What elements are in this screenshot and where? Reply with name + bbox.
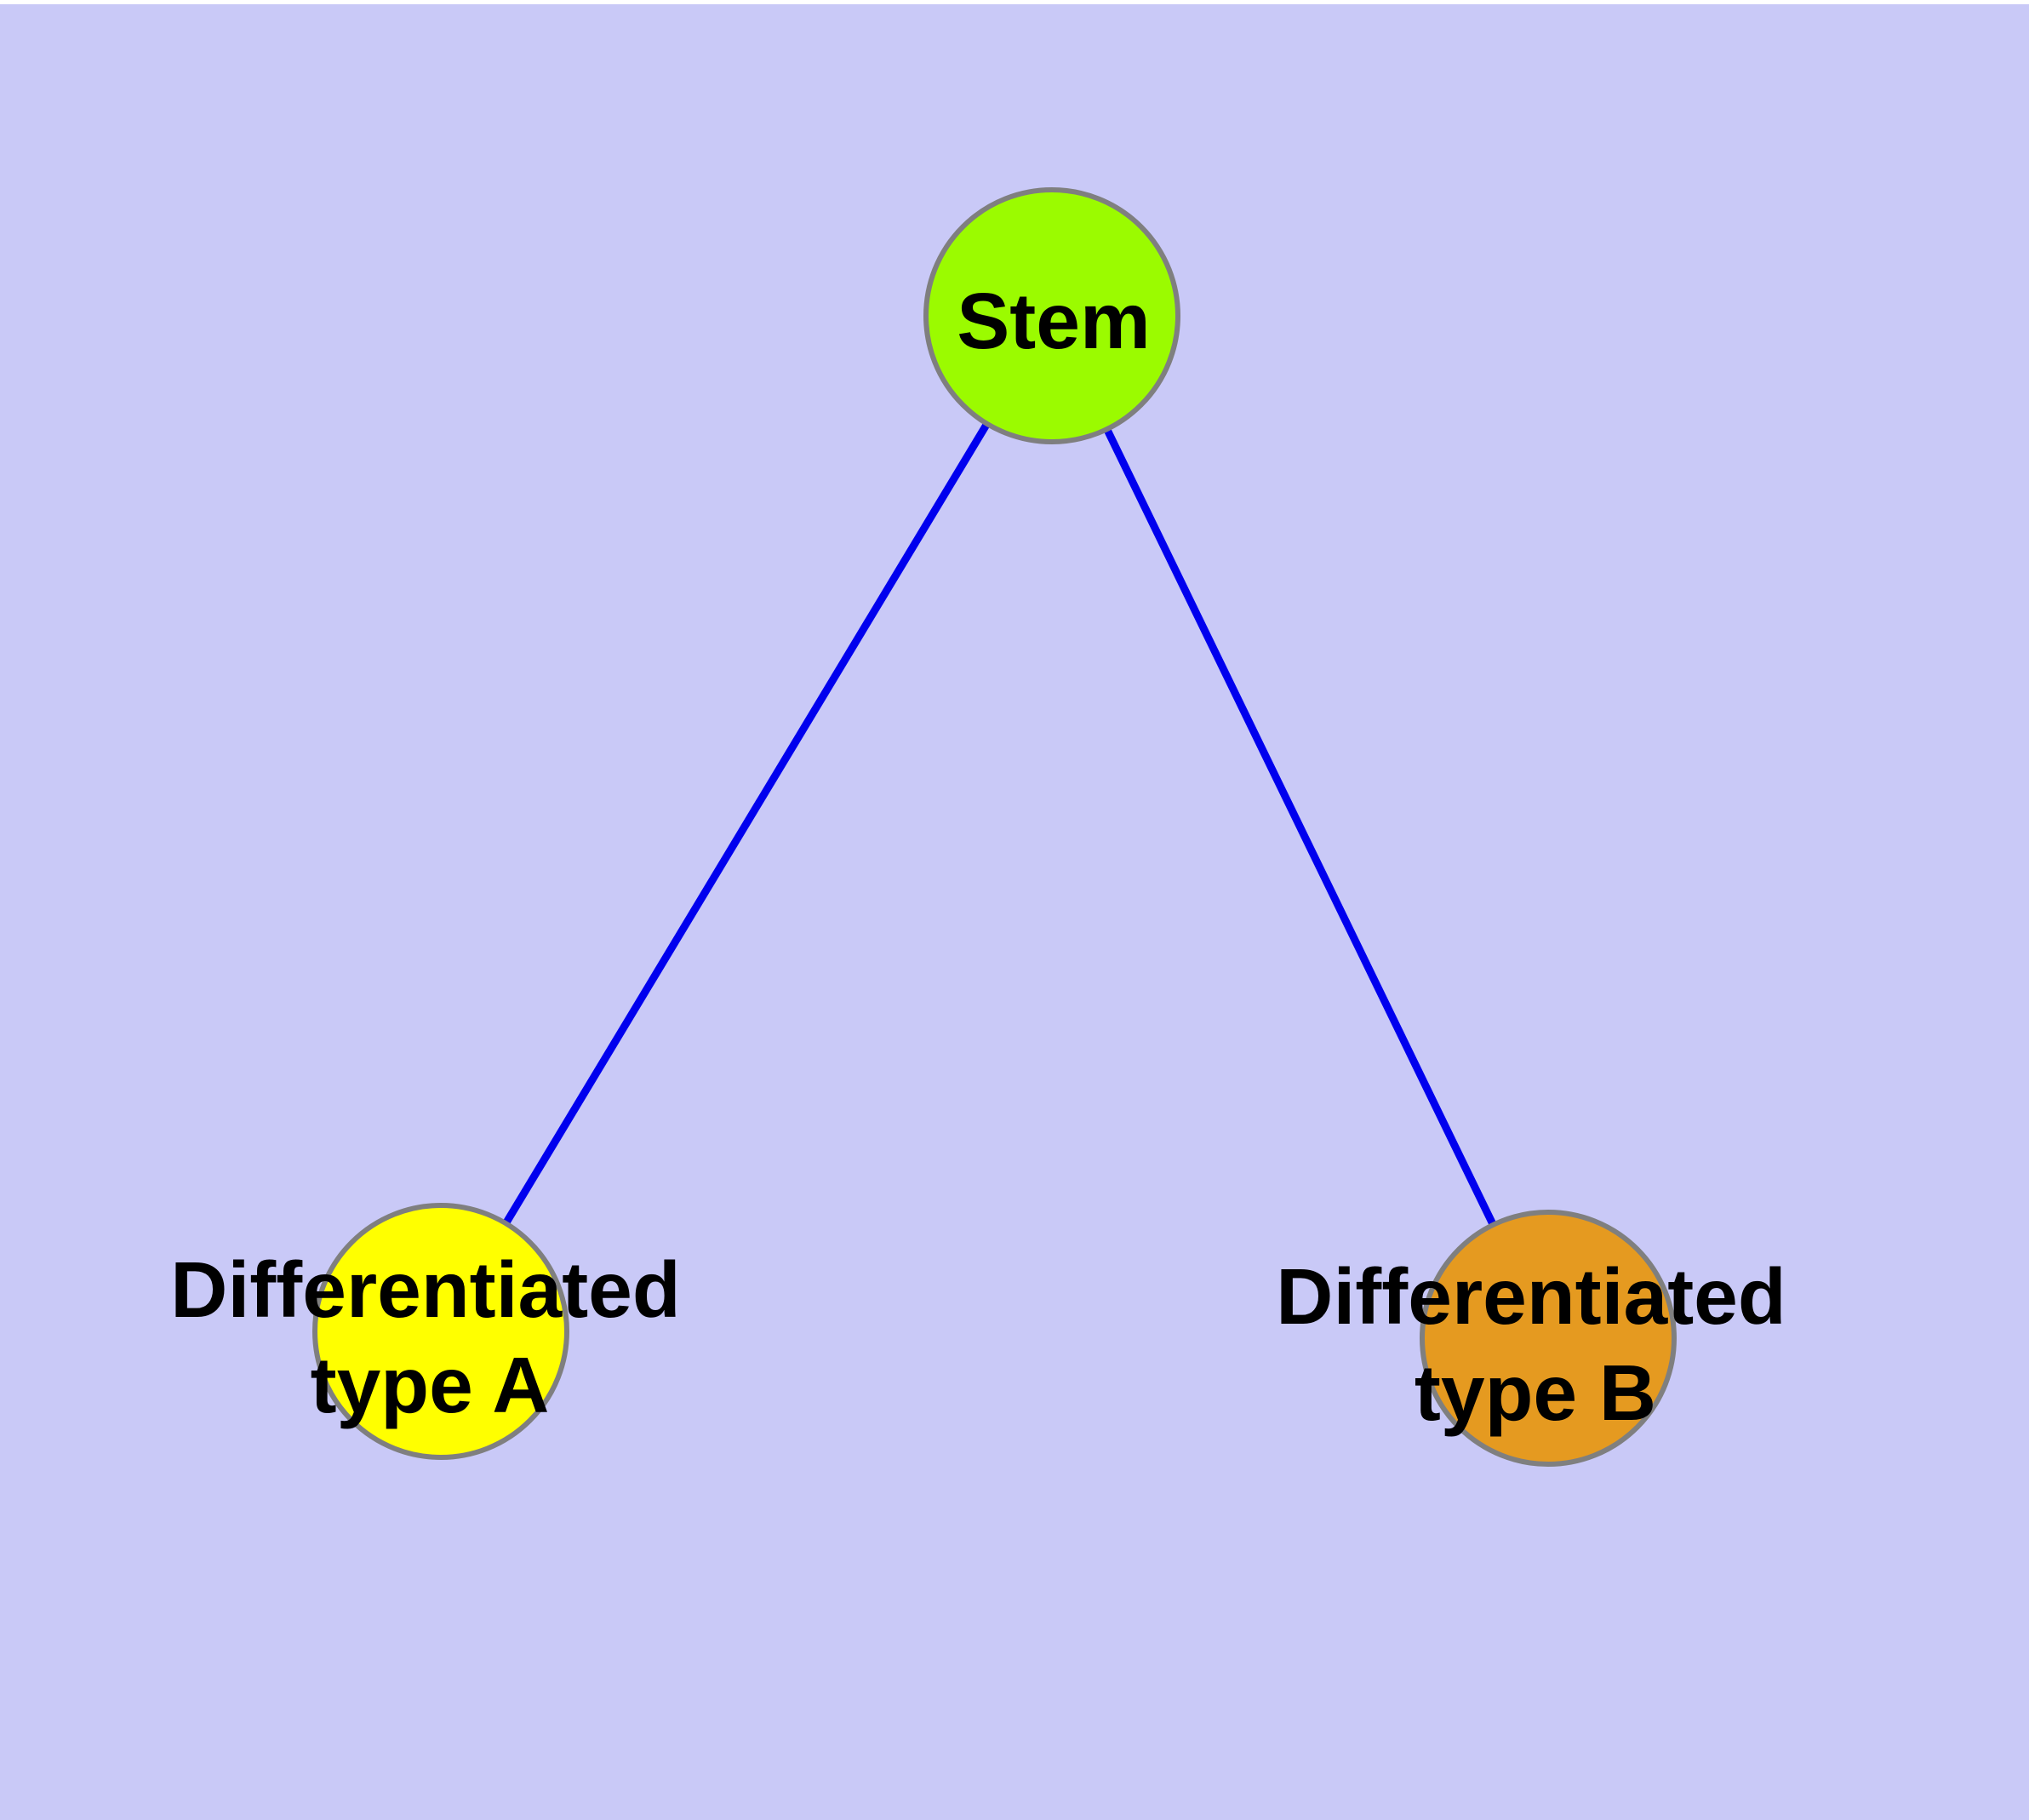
type-a-label-line2: type A — [311, 1341, 550, 1429]
stem-node-circle — [923, 187, 1180, 444]
stem-node-label: Stem — [957, 277, 1150, 365]
type-a-node-circle — [312, 1203, 569, 1460]
type-b-node-circle — [1420, 1210, 1677, 1467]
type-b-label-line2: type B — [1415, 1348, 1656, 1437]
edge-stem-to-type-b — [1048, 314, 1552, 1340]
type-b-label-line1: Differentiated — [1276, 1252, 1786, 1341]
type-a-label-line1: Differentiated — [170, 1245, 680, 1334]
edge-stem-to-type-a — [437, 313, 1055, 1334]
